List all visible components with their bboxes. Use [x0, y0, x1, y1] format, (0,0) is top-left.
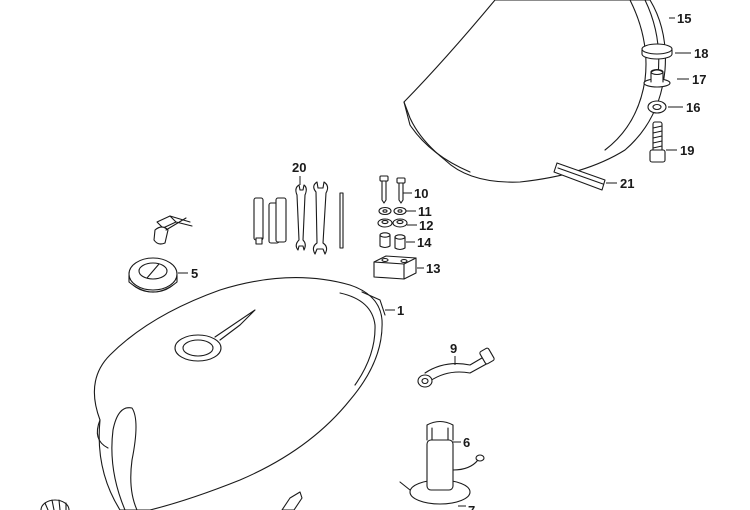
rubber-grommet [643, 68, 671, 88]
fuel-tank [93, 277, 386, 510]
seat [403, 0, 666, 183]
leader-lines [178, 17, 691, 507]
fuel-hose [417, 347, 495, 388]
callout-6: 6 [463, 435, 470, 450]
callout-1: 1 [397, 303, 404, 318]
bushings [379, 232, 406, 251]
callout-11: 11 [418, 204, 432, 219]
callout-16: 16 [686, 100, 700, 115]
callout-5: 5 [191, 266, 198, 281]
callout-17: 17 [692, 72, 706, 87]
callout-19: 19 [680, 143, 694, 158]
fuel-pump [399, 420, 485, 505]
rubber-bumper [641, 43, 673, 60]
callout-10: 10 [414, 186, 428, 201]
bottom-bracket-part [281, 491, 303, 510]
callout-21: 21 [620, 176, 634, 191]
screws [379, 175, 406, 204]
bottom-left-part [40, 499, 70, 510]
threaded-stud [649, 121, 666, 163]
callout-7: 7 [468, 503, 475, 510]
tool-kit [253, 181, 344, 255]
callout-18: 18 [694, 46, 708, 61]
washers [377, 206, 408, 228]
mounting-block [373, 255, 417, 280]
callout-13: 13 [426, 261, 440, 276]
fuel-cap [128, 257, 178, 293]
callout-labels: 15 18 17 16 19 21 20 10 11 12 14 13 5 1 … [191, 11, 708, 510]
keys [153, 215, 193, 245]
washer [647, 100, 667, 114]
callout-20: 20 [292, 160, 306, 175]
callout-14: 14 [417, 235, 432, 250]
callout-15: 15 [677, 11, 691, 26]
seat-strap [553, 162, 606, 191]
callout-12: 12 [419, 218, 433, 233]
callout-9: 9 [450, 341, 457, 356]
